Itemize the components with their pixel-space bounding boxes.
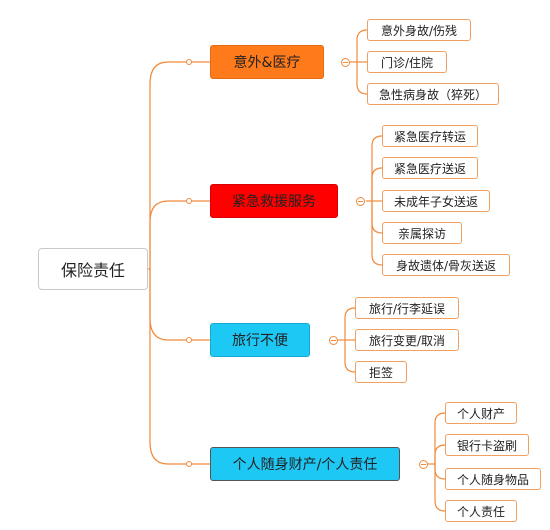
leaf-label: 门诊/住院 [380,55,434,70]
leaf-node[interactable]: 银行卡盗刷 [445,434,529,456]
connector-dot [186,198,192,204]
leaf-label: 拒签 [368,365,393,380]
leaf-node[interactable]: 个人财产 [445,402,517,424]
root-node[interactable]: 保险责任 [38,248,148,290]
leaf-label: 旅行/行李延误 [368,301,446,316]
collapse-toggle-icon[interactable] [419,460,428,469]
leaf-label: 个人财产 [456,406,505,421]
leaf-label: 紧急医疗转运 [393,129,466,144]
leaf-label: 急性病身故（猝死） [378,87,487,102]
branch-label: 意外&医疗 [233,55,301,71]
collapse-toggle-icon[interactable] [341,58,350,67]
branch-label: 紧急救援服务 [232,194,316,210]
leaf-label: 旅行变更/取消 [368,333,446,348]
leaf-label: 银行卡盗刷 [456,438,517,453]
leaf-node[interactable]: 旅行/行李延误 [355,297,459,319]
leaf-node[interactable]: 门诊/住院 [367,51,447,73]
branch-label: 个人随身财产/个人责任 [232,457,378,473]
branch-node-accident-medical[interactable]: 意外&医疗 [210,45,324,79]
connector-dot [186,461,192,467]
leaf-node[interactable]: 未成年子女送返 [382,190,490,212]
leaf-node[interactable]: 意外身故/伤残 [367,19,471,41]
root-label: 保险责任 [60,261,125,280]
leaf-label: 亲属探访 [397,226,446,241]
connector-dot [186,59,192,65]
leaf-label: 身故遗体/骨灰送返 [395,258,497,273]
leaf-node[interactable]: 急性病身故（猝死） [367,83,499,105]
branch-node-emergency-rescue[interactable]: 紧急救援服务 [210,184,338,218]
collapse-toggle-icon[interactable] [329,336,338,345]
leaf-label: 个人随身物品 [456,472,529,487]
branch-label: 旅行不便 [232,333,288,349]
leaf-label: 意外身故/伤残 [380,23,458,38]
collapse-toggle-icon[interactable] [356,197,365,206]
branch-node-travel-inconvenience[interactable]: 旅行不便 [210,323,310,357]
leaf-node[interactable]: 紧急医疗转运 [382,125,478,147]
leaf-node[interactable]: 个人随身物品 [445,468,541,490]
leaf-node[interactable]: 个人责任 [445,500,517,522]
leaf-label: 未成年子女送返 [393,194,478,209]
leaf-node[interactable]: 旅行变更/取消 [355,329,459,351]
leaf-node[interactable]: 紧急医疗送返 [382,157,478,179]
leaf-node[interactable]: 拒签 [355,361,407,383]
branch-node-personal-property-liability[interactable]: 个人随身财产/个人责任 [210,447,400,481]
leaf-label: 紧急医疗送返 [393,161,466,176]
connector-dot [186,337,192,343]
leaf-label: 个人责任 [456,504,505,519]
leaf-node[interactable]: 亲属探访 [382,222,462,244]
leaf-node[interactable]: 身故遗体/骨灰送返 [382,254,510,276]
